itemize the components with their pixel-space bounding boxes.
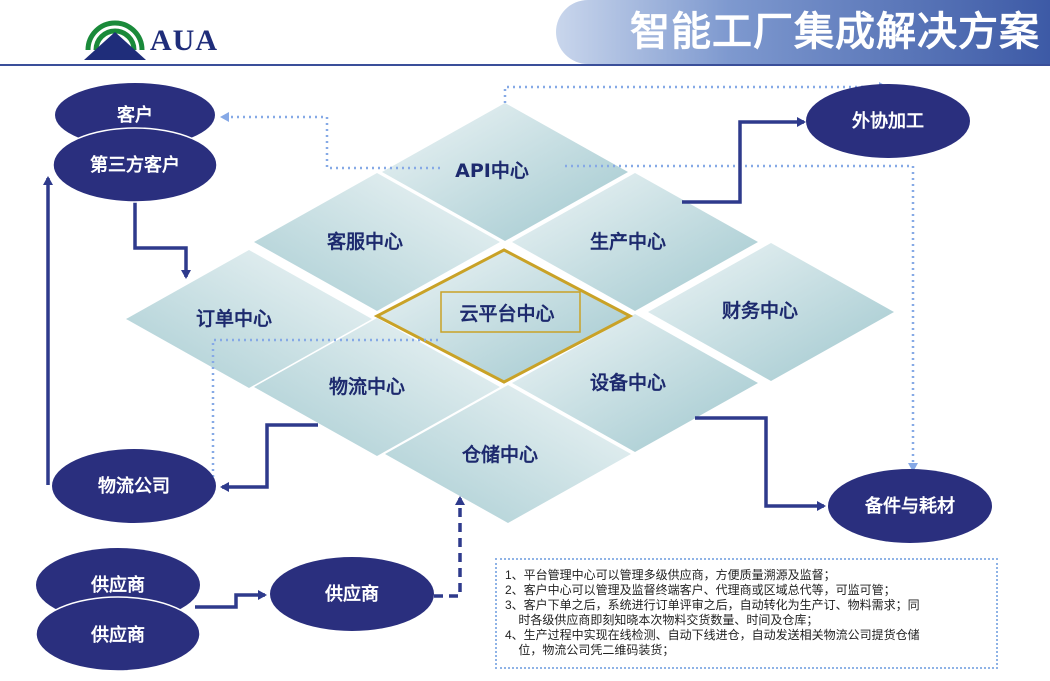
notes-box: 1、平台管理中心可以管理多级供应商，方便质量溯源及监督； 2、客户中心可以管理及… xyxy=(495,558,998,669)
header-divider xyxy=(0,64,1050,66)
page-title: 智能工厂集成解决方案 xyxy=(630,9,1040,55)
arrow-third-party-to-order xyxy=(133,200,191,279)
third-party-customer-label: 第三方客户 xyxy=(90,154,180,176)
equipment-center-label: 设备中心 xyxy=(590,371,666,394)
finance-center-tile xyxy=(648,243,894,381)
supplier-label-b: 供应商 xyxy=(90,624,145,646)
warehouse-center-tile xyxy=(385,385,631,523)
logistics-company-node xyxy=(52,449,216,523)
note-item: 1、平台管理中心可以管理多级供应商，方便质量溯源及监督； xyxy=(505,568,836,582)
production-center-label: 生产中心 xyxy=(590,230,666,253)
finance-center-label: 财务中心 xyxy=(722,299,798,322)
logistics-center-label: 物流中心 xyxy=(329,375,405,398)
header-banner xyxy=(556,0,1050,64)
logistics-center-tile xyxy=(254,318,500,456)
supplier-label-c: 供应商 xyxy=(324,583,379,605)
api-center-tile xyxy=(382,103,628,241)
service-center-tile xyxy=(254,173,500,311)
note-item: 3、客户下单之后，系统进行订单评审之后，自动转化为生产订、物料需求；同 时各级供… xyxy=(505,598,920,627)
arrow-production-to-outsource xyxy=(682,117,806,204)
order-center-tile xyxy=(126,250,372,388)
dotted-link-api-to-outsource xyxy=(503,82,888,103)
spare-parts-node xyxy=(828,469,992,543)
order-center-label: 订单中心 xyxy=(196,307,272,330)
supplier-node-c xyxy=(270,557,434,631)
production-center-tile xyxy=(512,173,758,311)
cloud-platform-tile xyxy=(373,248,634,384)
dotted-link-api-to-customer xyxy=(220,112,440,170)
arrow-suppliers-to-supplier xyxy=(195,590,267,609)
note-item: 2、客户中心可以管理及监督终端客户、代理商或区域总代等，可监可管； xyxy=(505,583,896,597)
outsource-node xyxy=(806,84,970,158)
logo-text: AUA xyxy=(150,24,218,57)
service-center-label: 客服中心 xyxy=(327,230,403,253)
dashed-arrow-supplier-to-warehouse xyxy=(434,496,465,598)
spare-parts-label: 备件与耗材 xyxy=(864,495,955,517)
third-party-customer-node xyxy=(52,127,218,203)
arrow-logistics-center-to-logistics-company xyxy=(220,423,318,492)
customer-node xyxy=(55,83,215,147)
api-center-label: API中心 xyxy=(455,159,529,182)
cloud-platform-label: 云平台中心 xyxy=(459,302,554,325)
supplier-node-b xyxy=(35,596,201,672)
arrow-equipment-to-spare-parts xyxy=(695,416,826,511)
dotted-link-api-to-spare-parts xyxy=(565,164,918,472)
logistics-company-label: 物流公司 xyxy=(98,475,170,497)
customer-label: 客户 xyxy=(117,104,153,126)
outsource-label: 外协加工 xyxy=(852,110,924,132)
note-item: 4、生产过程中实现在线检测、自动下线进仓，自动发送相关物流公司提货仓储 位，物流… xyxy=(505,628,920,657)
warehouse-center-label: 仓储中心 xyxy=(461,443,538,466)
supplier-label-a: 供应商 xyxy=(90,574,145,596)
cloud-platform-inner-box xyxy=(440,291,581,333)
logo-icon xyxy=(84,20,146,60)
